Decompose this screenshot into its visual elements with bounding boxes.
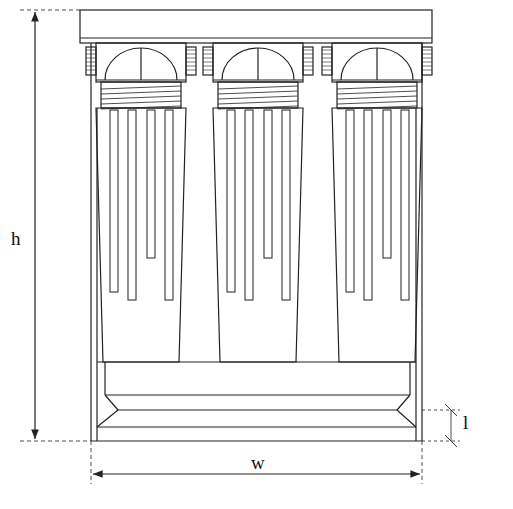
dimension-w [91, 441, 422, 484]
dimension-label: w [249, 452, 267, 473]
frame-post [90, 43, 91, 441]
frame-base [91, 362, 422, 441]
dimension-l [422, 404, 460, 447]
filter-housing [203, 43, 313, 362]
dimension-h [20, 10, 91, 441]
dimension-label: h [9, 228, 23, 249]
top-plate [80, 10, 432, 43]
filter-housing [322, 43, 432, 362]
frame-post [421, 43, 422, 441]
filter-housing [86, 43, 196, 362]
dimension-label: l [461, 412, 470, 433]
